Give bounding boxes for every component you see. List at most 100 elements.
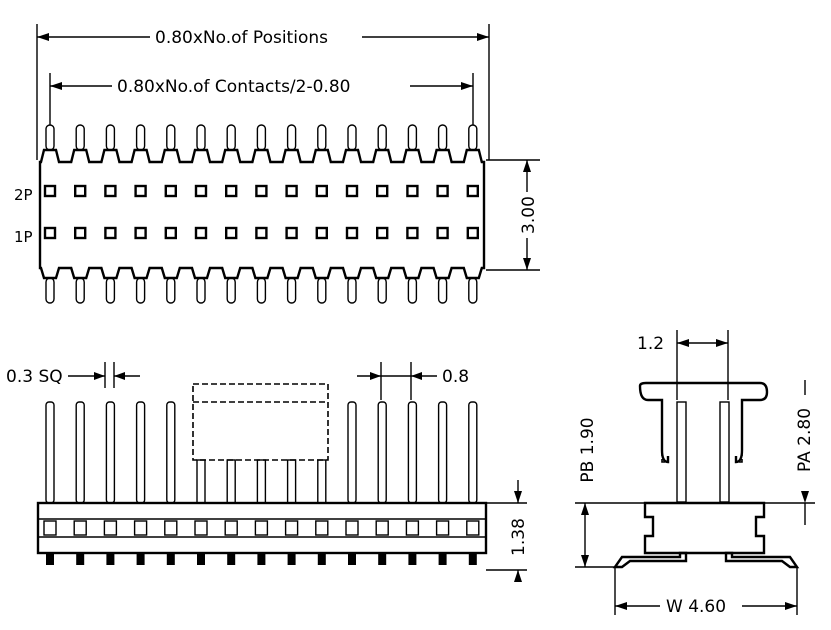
pad-1p — [104, 226, 117, 240]
dim-positions-label: 0.80xNo.of Positions — [155, 28, 328, 48]
front-cell — [254, 520, 269, 536]
top-pin-upper — [407, 124, 418, 151]
front-pin — [347, 401, 357, 504]
front-cell — [73, 520, 87, 536]
pad-2p — [43, 184, 57, 198]
top-pin-lower — [135, 277, 146, 304]
top-pin-lower — [317, 277, 327, 304]
pad-1p — [194, 226, 208, 240]
front-pin-tail — [438, 553, 447, 565]
dim-sq-label: 0.3 SQ — [6, 367, 63, 387]
front-pin-tail — [257, 553, 266, 565]
top-pin-lower — [105, 277, 116, 304]
dim-w460-label: W 4.60 — [666, 597, 726, 617]
front-pin-tail — [468, 553, 477, 565]
pad-1p — [315, 226, 328, 240]
front-cell — [224, 520, 238, 536]
front-pin — [468, 401, 478, 504]
front-pin-tail — [197, 553, 205, 565]
side-foot-left — [612, 551, 688, 569]
top-pins-upper — [45, 124, 478, 151]
pad-2p — [436, 184, 449, 198]
front-cell — [194, 520, 208, 536]
dim-pitch: 0.8 — [357, 362, 469, 400]
pad-2p — [134, 184, 147, 198]
front-pin-tail — [227, 553, 236, 565]
pad-2p — [315, 184, 328, 198]
pad-2p — [345, 184, 359, 198]
dim-pitch-label: 0.8 — [442, 367, 469, 387]
top-pin-upper — [377, 124, 387, 151]
dim-pb-label: PB 1.90 — [578, 417, 598, 482]
pad-1p — [164, 226, 178, 240]
front-pin — [105, 401, 116, 504]
front-pin-tail — [136, 553, 145, 565]
front-cell — [375, 520, 389, 536]
pad-2p — [194, 184, 208, 198]
top-pin-lower — [377, 277, 387, 304]
pad-1p — [376, 226, 389, 240]
front-pin-under-cap — [256, 459, 267, 504]
row-label-1p: 1P — [14, 228, 33, 246]
top-pin-upper — [45, 124, 55, 151]
front-pin — [75, 401, 85, 504]
pad-2p — [104, 184, 117, 198]
dim-height-3-label: 3.00 — [519, 196, 539, 234]
front-pin-tail — [378, 553, 387, 565]
pad-1p — [345, 226, 359, 240]
pad-1p — [466, 226, 479, 240]
top-body-outline — [38, 148, 486, 280]
top-pin-upper — [196, 124, 206, 151]
top-pins-lower — [45, 277, 478, 304]
top-pin-upper — [135, 124, 146, 151]
pad-1p — [73, 226, 87, 240]
row-label-2p: 2P — [14, 186, 33, 204]
front-view: 0.3 SQ 0.8 1.38 — [6, 362, 529, 582]
front-pin — [45, 401, 55, 504]
top-pin-lower — [347, 277, 357, 304]
dim-pa: PA 2.80 — [764, 380, 815, 525]
pad-1p — [43, 226, 57, 240]
front-pin-under-cap — [226, 459, 236, 504]
cap-outline — [192, 383, 329, 461]
dim-w460: W 4.60 — [614, 567, 798, 617]
front-pin-tail — [166, 553, 175, 565]
top-pin-upper — [105, 124, 116, 151]
top-pin-lower — [166, 277, 176, 304]
pad-2p — [376, 184, 389, 198]
top-pin-upper — [166, 124, 176, 151]
front-cell — [345, 520, 359, 536]
front-pin-tail — [287, 553, 296, 565]
top-pin-upper — [256, 124, 267, 151]
front-pin-tail — [76, 553, 85, 565]
pad-2p — [255, 184, 268, 198]
front-pins — [45, 401, 478, 504]
top-pin-upper — [317, 124, 327, 151]
top-pad-grid — [43, 184, 479, 240]
front-pin — [377, 401, 387, 504]
dim-contacts: 0.80xNo.of Contacts/2-0.80 — [49, 73, 474, 125]
front-cell — [133, 520, 148, 536]
top-pin-lower — [256, 277, 267, 304]
dim-pb: PB 1.90 — [575, 417, 645, 568]
front-cell — [435, 520, 450, 536]
front-pin — [135, 401, 146, 504]
pad-2p — [164, 184, 178, 198]
side-body — [643, 501, 766, 555]
top-pin-lower — [286, 277, 297, 304]
dim-height-138: 1.38 — [486, 480, 529, 582]
top-pin-upper — [437, 124, 448, 151]
top-pin-lower — [226, 277, 236, 304]
pad-1p — [255, 226, 268, 240]
pad-2p — [285, 184, 298, 198]
pad-1p — [134, 226, 147, 240]
front-cell — [315, 520, 329, 536]
side-foot-right — [724, 551, 800, 569]
dim-pa-label: PA 2.80 — [795, 408, 815, 472]
top-pin-lower — [45, 277, 55, 304]
front-body-cells — [43, 520, 480, 565]
front-pin-tail — [408, 553, 417, 565]
top-pin-lower — [407, 277, 418, 304]
front-cell — [466, 520, 480, 536]
